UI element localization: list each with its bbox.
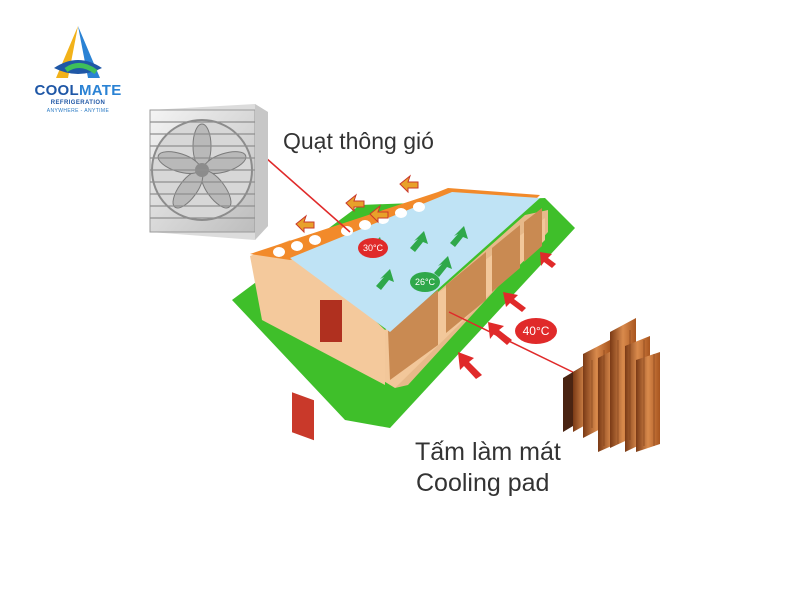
cool-arrow-3 xyxy=(376,269,394,290)
exhaust-arrow-2 xyxy=(345,193,365,213)
temp-fan-side-text: 30°C xyxy=(363,243,384,253)
intake-arrow-1 xyxy=(458,352,482,379)
exhaust-arrow-3 xyxy=(369,204,389,224)
temp-inside-text: 26°C xyxy=(415,277,436,287)
logo-brand-cool: COOL xyxy=(34,82,79,99)
exhaust-arrows xyxy=(295,174,419,234)
side-cooling-pad-3 xyxy=(492,225,520,292)
logo-brand: COOLMATE xyxy=(28,82,128,99)
roof-ceiling xyxy=(290,192,540,332)
exhaust-arrow-1 xyxy=(295,214,315,234)
temp-badge-outside: 40°C xyxy=(515,318,557,344)
front-door-2 xyxy=(320,300,342,342)
cooling-pad-label-vi: Tấm làm mát xyxy=(415,438,561,466)
temp-badge-fan-side: 30°C xyxy=(358,238,388,258)
logo-tagline: ANYWHERE - ANYTIME xyxy=(46,108,110,114)
coolmate-logo: COOLMATE REFRIGERATION ANYWHERE - ANYTIM… xyxy=(28,22,128,117)
exhaust-arrow-4 xyxy=(399,174,419,194)
fan-icon xyxy=(149,104,268,240)
logo-subtitle: REFRIGERATION xyxy=(50,100,106,106)
logo-mark-icon xyxy=(54,26,102,78)
cooling-pad-icon xyxy=(563,318,660,452)
building-gable-end xyxy=(250,240,385,385)
cool-arrow-2 xyxy=(410,231,428,252)
fan-leader-line xyxy=(265,157,351,233)
fan-label: Quạt thông gió xyxy=(283,128,434,154)
intake-arrow-4 xyxy=(540,252,556,268)
side-cooling-pad-1 xyxy=(388,290,438,380)
logo-brand-mate: MATE xyxy=(78,82,122,99)
temp-badge-inside: 26°C xyxy=(410,272,440,292)
cooling-pad-label-en: Cooling pad xyxy=(416,469,550,497)
intake-arrow-3 xyxy=(503,292,526,312)
cool-arrow-4 xyxy=(434,256,452,277)
temp-outside-text: 40°C xyxy=(523,324,550,338)
pad-leader-line xyxy=(448,311,586,379)
fan-window-row xyxy=(273,202,425,257)
intake-arrows xyxy=(458,252,556,379)
cool-arrow-5 xyxy=(450,226,468,247)
side-cooling-pad-4 xyxy=(524,208,542,262)
side-cooling-pad-2 xyxy=(446,252,486,333)
front-door xyxy=(292,392,314,441)
